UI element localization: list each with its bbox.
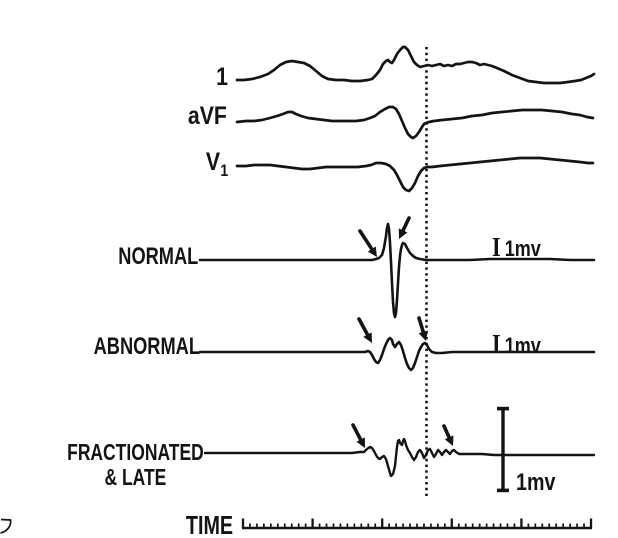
arrow-normal-offset [398,216,411,239]
trace-lead-1 [235,45,596,85]
fractionated-label-line1: FRACTIONATED [67,439,204,465]
abnormal-row-label: ABNORMAL [93,333,200,360]
trace-abnormal-electrogram [198,336,596,372]
calibration-ibeam-icon: I [492,232,501,262]
trace-normal-electrogram [198,222,596,319]
lead-avf-label: aVF [188,102,227,130]
abnormal-calibration-label: I 1mv [492,331,541,358]
calibration-ibeam-icon: I [492,329,501,359]
normal-calibration-text: 1mv [504,236,541,261]
arrow-abnormal-offset [417,316,428,341]
normal-row-label: NORMAL [117,243,198,270]
trace-lead-v1 [235,156,595,193]
trace-fractionated-late-electrogram [203,437,596,478]
cut-off-letter-artifact [0,518,12,534]
fractionated-label-line2: & LATE [104,464,167,490]
abnormal-calibration-text: 1mv [504,333,541,358]
time-ruler [241,518,593,530]
arrow-abnormal-onset [357,317,372,343]
lead-1-label: 1 [216,63,228,91]
trace-lead-avf [235,105,595,140]
arrow-fractionated-offset [442,424,454,446]
normal-calibration-label: I 1mv [492,234,541,261]
arrow-normal-onset [358,229,377,257]
lead-v1-subscript: 1 [220,162,229,181]
arrow-fractionated-onset [351,423,365,448]
time-axis-label: TIME [185,510,233,538]
lead-v1-label: V1 [206,148,228,180]
calibration-bar-icon [497,406,509,493]
fractionated-late-row-label: FRACTIONATED & LATE [67,441,204,489]
fractionated-calibration-text: 1mv [516,469,556,496]
lead-v1-letter: V [206,148,221,176]
